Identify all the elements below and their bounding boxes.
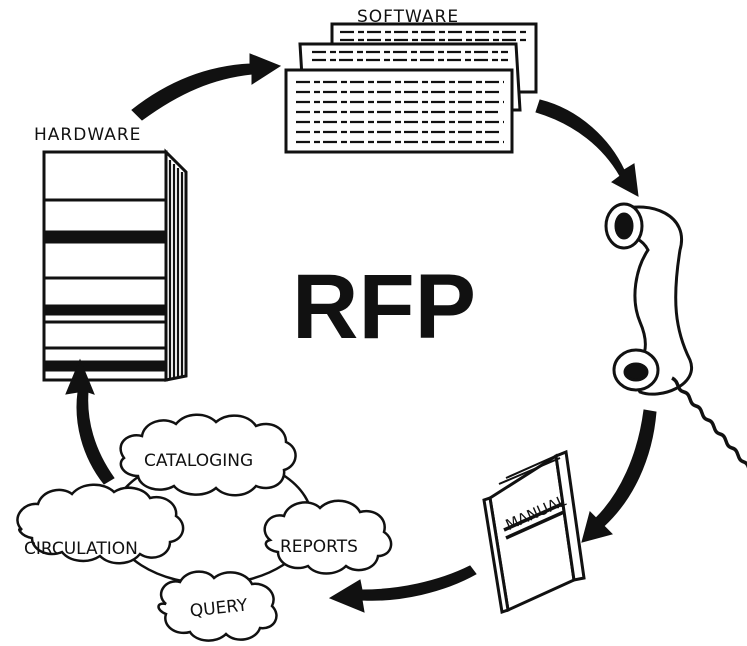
- telephone-icon: [604, 202, 747, 469]
- circulation-label: CIRCULATION: [24, 539, 138, 559]
- arrow-circulation-to-hardware: [65, 358, 115, 485]
- module-clouds: CATALOGING CIRCULATION REPORTS QUERY: [16, 413, 393, 642]
- query-cloud: QUERY: [157, 570, 278, 642]
- manual-book-icon: [482, 449, 586, 614]
- arrow-software-to-telephone: [535, 99, 639, 197]
- cataloging-cloud: CATALOGING: [119, 413, 297, 497]
- reports-label: REPORTS: [280, 537, 358, 557]
- rfp-title: RFP: [292, 256, 476, 358]
- cycle-arrows: [65, 53, 657, 613]
- arrow-manual-to-query: [328, 565, 477, 613]
- circulation-cloud: CIRCULATION: [16, 483, 185, 565]
- reports-cloud: REPORTS: [263, 499, 393, 575]
- arrow-telephone-to-manual: [581, 409, 657, 543]
- arrow-hardware-to-software: [131, 53, 282, 121]
- software-printout-icon: [284, 22, 538, 154]
- hardware-cabinet-icon: [42, 148, 188, 382]
- cataloging-label: CATALOGING: [144, 451, 253, 471]
- hardware-label: HARDWARE: [34, 125, 141, 145]
- software-label: SOFTWARE: [357, 7, 459, 27]
